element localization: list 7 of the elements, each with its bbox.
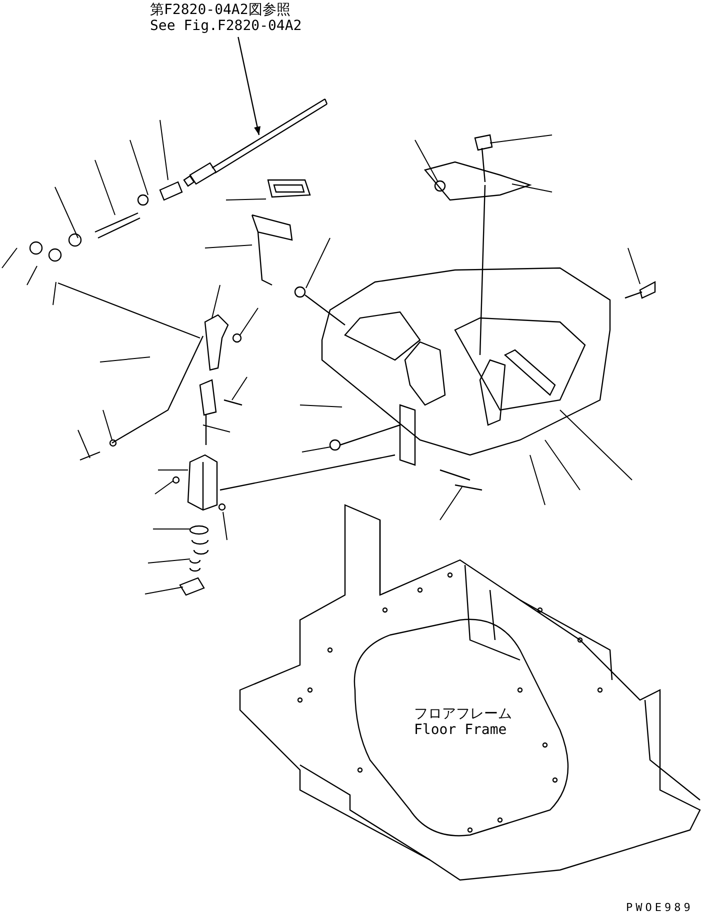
reference-note: 第F2820-04A2図参照 (150, 2, 292, 18)
drawing-number: PWOE989 (626, 900, 694, 916)
part-label: Floor Frame (414, 722, 507, 738)
control-cable-drawing (183, 98, 328, 187)
leader-arrow (238, 36, 261, 136)
reference-note: See Fig.F2820-04A2 (150, 18, 302, 34)
part-label: フロアフレーム (414, 706, 512, 722)
